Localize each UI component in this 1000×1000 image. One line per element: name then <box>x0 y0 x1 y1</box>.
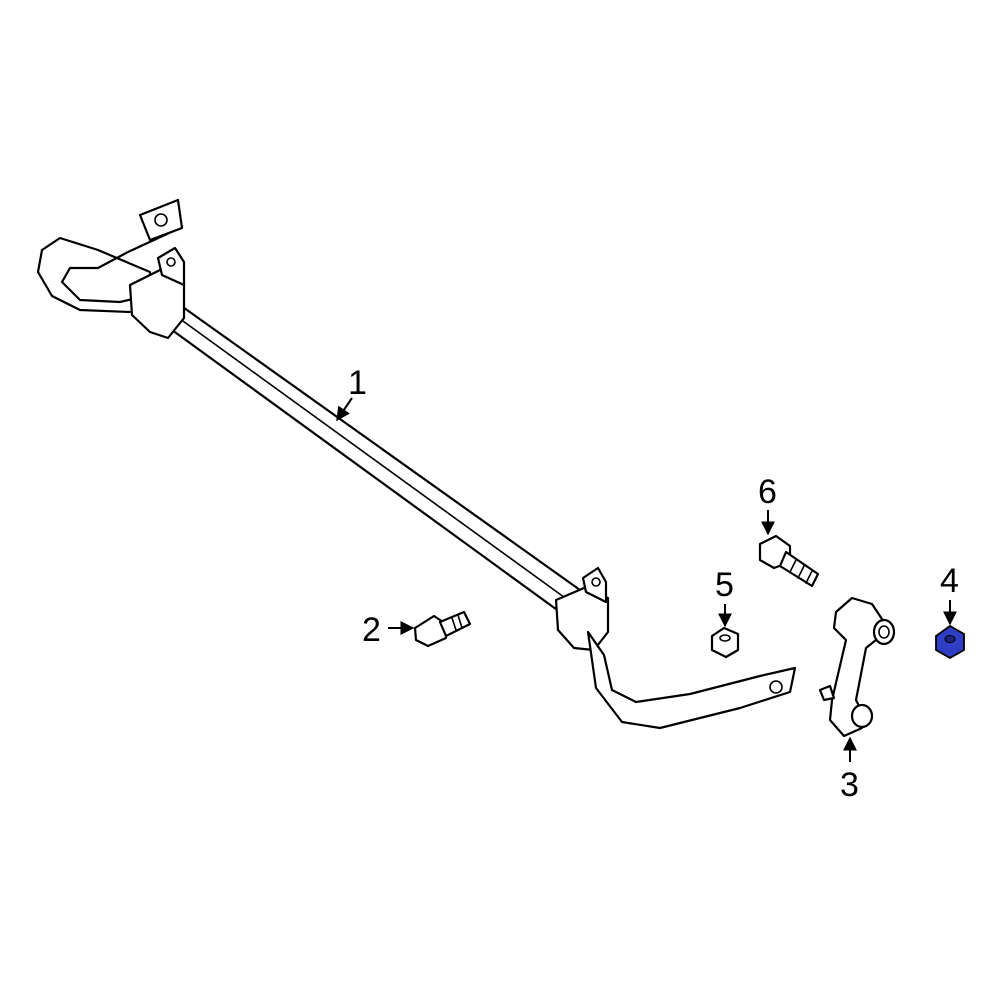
bolt-part-6[interactable] <box>758 534 820 588</box>
nut-part-5[interactable] <box>710 626 740 659</box>
callout-3: 3 <box>840 736 859 804</box>
callout-4: 4 <box>940 562 959 626</box>
callout-5: 5 <box>715 566 734 628</box>
callout-label-3: 3 <box>840 766 859 804</box>
callout-2: 2 <box>362 611 415 649</box>
callout-label-6: 6 <box>758 473 777 511</box>
callout-1: 1 <box>336 364 367 422</box>
callout-6: 6 <box>758 473 777 536</box>
bolt-part-2[interactable] <box>413 610 472 648</box>
nut-part-4[interactable] <box>935 624 965 660</box>
callout-label-2: 2 <box>362 611 381 649</box>
callout-label-4: 4 <box>940 562 959 600</box>
callout-label-5: 5 <box>715 566 734 604</box>
stabilizer-link-part-3[interactable] <box>818 596 896 738</box>
stabilizer-bar[interactable] <box>36 198 797 730</box>
callout-label-1: 1 <box>348 364 367 402</box>
